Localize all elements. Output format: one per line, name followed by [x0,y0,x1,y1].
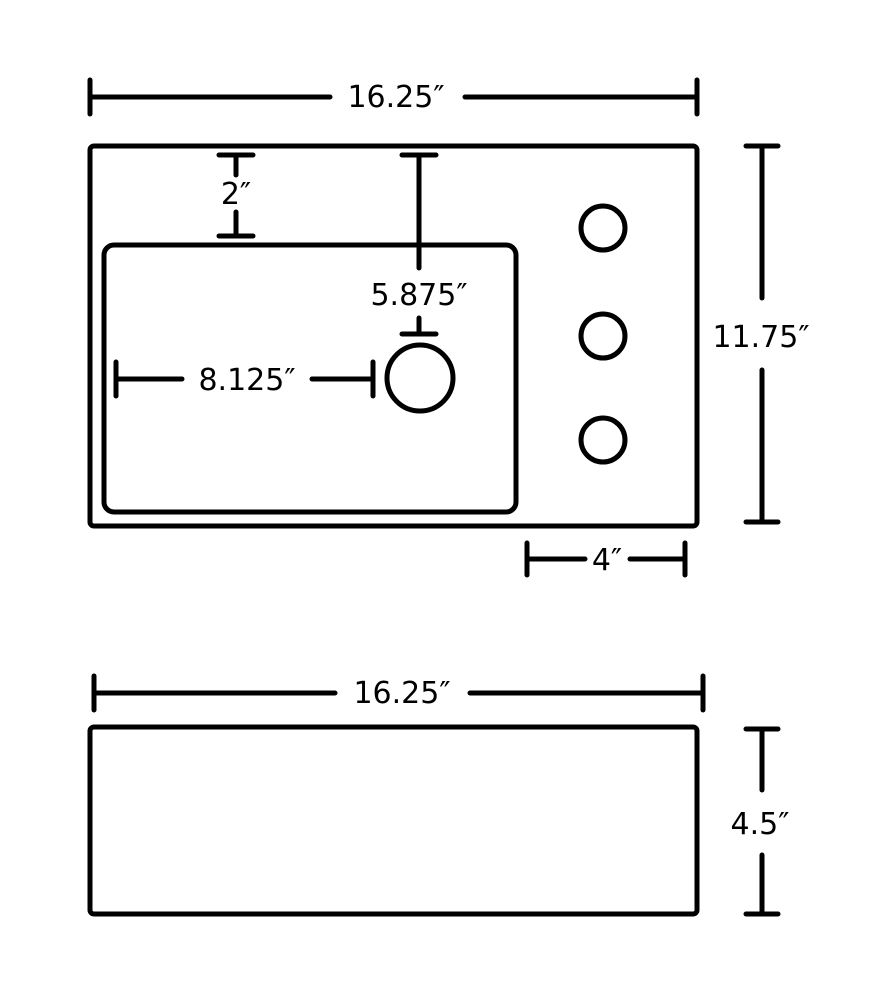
front-height-dimension: 4.5″ [731,726,790,917]
faucet-hole-top [578,203,628,253]
front-height-label: 4.5″ [731,807,790,842]
top-width-dimension: 16.25″ [87,77,700,117]
deck-width-label: 4″ [592,543,622,578]
top-depth-label: 11.75″ [712,320,809,355]
front-width-dimension: 16.25″ [91,673,706,713]
front-width-label: 16.25″ [353,676,450,711]
drain-circle [384,342,456,414]
front-outline [87,724,700,917]
faucet-hole-bottom [578,415,628,465]
back-to-bowl-dimension: 2″ [216,152,256,239]
side-to-drain-dimension: 8.125″ [113,359,376,399]
side-to-drain-label: 8.125″ [198,363,295,398]
back-to-drain-label: 5.875″ [370,278,467,313]
bowl-outline [101,242,519,515]
sink-outline [87,143,700,529]
deck-width-dimension: 4″ [524,540,688,578]
back-to-bowl-label: 2″ [221,177,251,212]
top-width-label: 16.25″ [347,80,444,115]
top-depth-dimension: 11.75″ [712,143,810,525]
faucet-hole-middle [578,311,628,361]
back-to-drain-dimension: 5.875″ [370,152,468,337]
front-view: 16.25″ 4.5″ [87,673,790,917]
top-view: 16.25″ 2″ 5.875″ [87,77,810,578]
